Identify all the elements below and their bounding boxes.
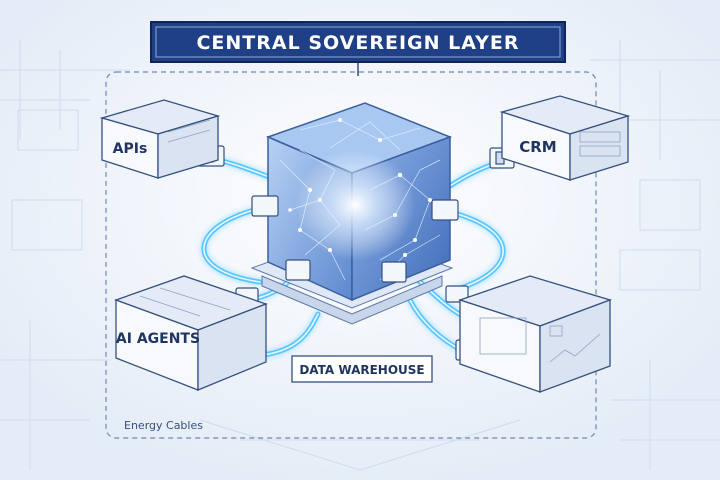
title-text: CENTRAL SOVEREIGN LAYER bbox=[196, 32, 519, 54]
cube-core-glow bbox=[295, 150, 415, 260]
title-banner: CENTRAL SOVEREIGN LAYER bbox=[150, 21, 566, 63]
plug-cube-right bbox=[431, 199, 459, 221]
data-warehouse-label: DATA WAREHOUSE bbox=[299, 363, 424, 377]
dashed-boundary bbox=[105, 71, 597, 439]
blueprint-sketch-lines bbox=[0, 40, 720, 471]
crm-server-box: CRM bbox=[499, 95, 631, 181]
plug-cube-bottom-left bbox=[285, 259, 311, 281]
apis-server-box: APIs bbox=[99, 99, 221, 179]
ai-agents-label: AI AGENTS bbox=[116, 331, 200, 347]
plug-cube-bottom-right bbox=[381, 261, 407, 283]
plug-cube-left bbox=[251, 195, 279, 217]
ai-agents-server-box: AI AGENTS bbox=[114, 275, 268, 391]
data-warehouse-server-box bbox=[457, 275, 613, 393]
apis-label: APIs bbox=[113, 141, 148, 157]
data-warehouse-label-box: DATA WAREHOUSE bbox=[291, 355, 433, 383]
plug-top-right bbox=[445, 285, 469, 303]
energy-cables-caption: Energy Cables bbox=[124, 419, 203, 432]
crm-label: CRM bbox=[519, 138, 557, 156]
central-cube bbox=[265, 102, 453, 302]
